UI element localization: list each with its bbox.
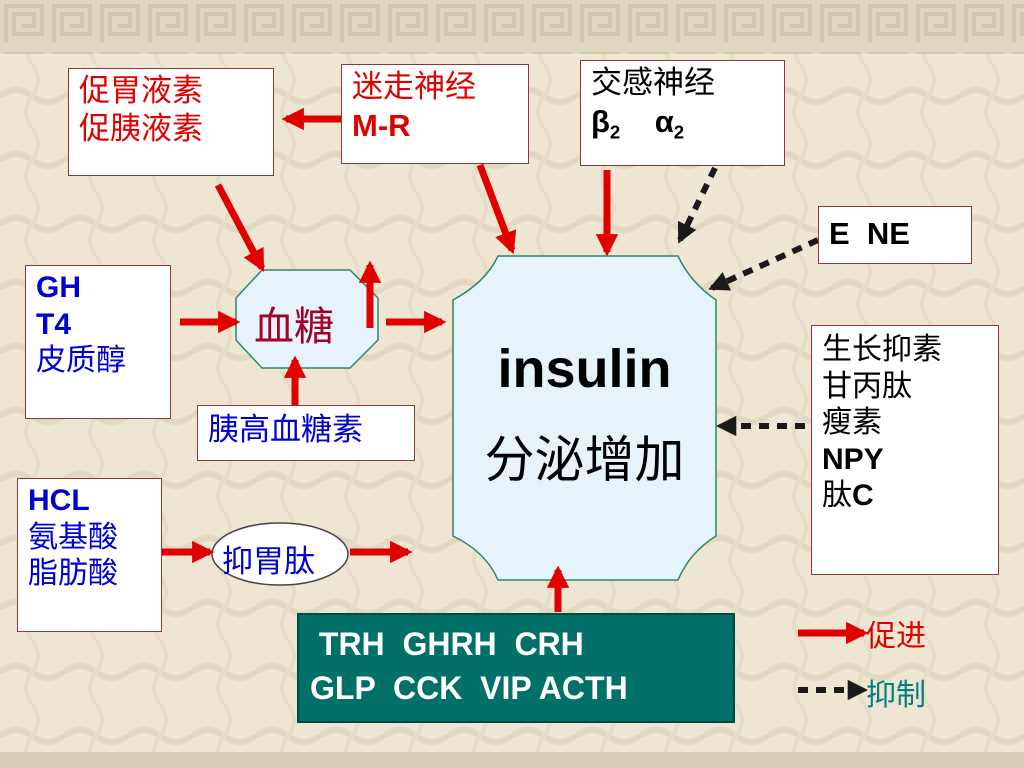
cortisol-label: 皮质醇 [36, 343, 126, 379]
hormones-left-box: GH T4 皮质醇 [25, 265, 171, 419]
peptide-c-en: C [852, 479, 874, 513]
beta-sub: 2 [609, 121, 621, 143]
somatostatin-label: 生长抑素 [822, 332, 942, 367]
peptides-line2: GLP CCK VIP ACTH [310, 670, 628, 707]
legend-inhibit-label: 抑制 [866, 678, 926, 713]
gip-sources-box: HCL 氨基酸 脂肪酸 [17, 478, 162, 632]
glucagon-label: 胰高血糖素 [208, 412, 363, 448]
npy-label: NPY [822, 442, 884, 476]
galanin-label: 甘丙肽 [822, 368, 912, 404]
vagus-box: 迷走神经 M-R [341, 64, 529, 164]
fatty-acid-label: 脂肪酸 [28, 556, 118, 592]
vagus-receptor-label: M-R [352, 107, 411, 143]
peptides-text: TRH GHRH CRH GLP CCK VIP ACTH [310, 622, 628, 710]
leptin-label: 瘦素 [822, 405, 882, 441]
secretin-label: 促胰液素 [79, 110, 203, 147]
gastrin-label: 促胃液素 [79, 73, 203, 109]
peptide-c-label: 肽C [822, 478, 988, 515]
beta-receptor: β [591, 103, 610, 139]
insulin-title: insulin [497, 339, 672, 399]
peptides-box-shape [297, 613, 735, 723]
e-ne-label: E NE [829, 216, 910, 251]
arrow-gastrin-to-blood-sugar [214, 183, 266, 272]
e-ne-box: E NE [818, 206, 972, 264]
amino-acid-label: 氨基酸 [28, 519, 118, 555]
peptides-line1: TRH GHRH CRH [310, 626, 584, 662]
sympathetic-receptors: β2 α2 [591, 103, 774, 144]
glucagon-box: 胰高血糖素 [197, 405, 415, 461]
peptide-c-cn: 肽 [822, 478, 852, 514]
sympathetic-label: 交感神经 [591, 65, 715, 101]
arrow-vagus-to-insulin [476, 163, 517, 255]
alpha-sub: 2 [673, 121, 685, 143]
gh-label: GH [36, 271, 81, 304]
hcl-label: HCL [28, 484, 90, 517]
alpha-receptor: α [654, 103, 674, 139]
gastrin-box: 促胃液素 促胰液素 [68, 68, 274, 176]
blood-sugar-label: 血糖 [254, 304, 334, 350]
legend-promote-label: 促进 [866, 619, 926, 654]
vagus-label: 迷走神经 [352, 69, 476, 105]
sympathetic-box: 交感神经 β2 α2 [580, 60, 785, 166]
gip-label: 抑胃肽 [222, 544, 315, 580]
insulin-subtitle: 分泌增加 [484, 431, 685, 489]
t4-label: T4 [36, 307, 72, 341]
insulin-box-shape [452, 255, 717, 581]
arrow-sympathetic-alpha-to-insulin [677, 166, 718, 244]
inhibitors-box: 生长抑素 甘丙肽 瘦素 NPY 肽C [811, 325, 999, 575]
arrow-e-ne-to-insulin [708, 237, 820, 291]
